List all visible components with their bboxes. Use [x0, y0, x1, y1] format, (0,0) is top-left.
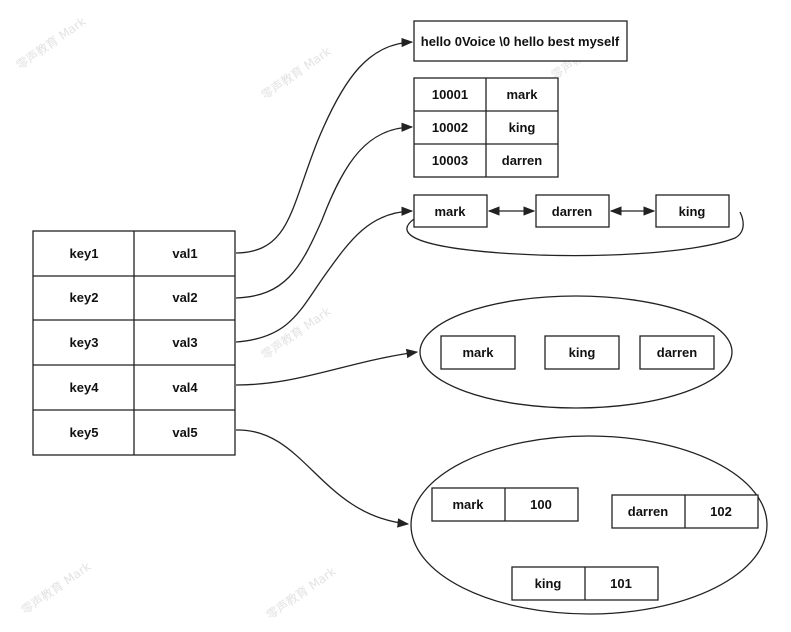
hash-field-cell: 10001: [432, 87, 468, 102]
zset-ellipse: [410, 435, 768, 615]
list-node-label: mark: [434, 204, 466, 219]
hash-value-table: 10001 mark 10002 king 10003 darren: [413, 77, 559, 178]
hash-key-cell: key4: [70, 380, 100, 395]
zset-member-label: darren: [628, 504, 669, 519]
zset-value: mark 100 darren 102 king 101: [431, 487, 759, 601]
list-node: [535, 194, 610, 228]
zset-member-label: mark: [452, 497, 484, 512]
watermark: 零声教育 Mark: [258, 303, 333, 362]
set-member: [639, 335, 715, 370]
hash-key-cell: key5: [70, 425, 99, 440]
zset-member-label: king: [535, 576, 562, 591]
string-value-box: hello 0Voice \0 hello best myself: [413, 20, 628, 62]
watermark: 零声教育 Mark: [13, 13, 88, 72]
zset-score-label: 100: [530, 497, 552, 512]
list-node: [413, 194, 488, 228]
set-member: [440, 335, 516, 370]
hash-field-cell: 10003: [432, 153, 468, 168]
hash-val-cell: val3: [172, 335, 197, 350]
set-value: mark king darren: [440, 335, 715, 370]
hash-value-cell: darren: [502, 153, 543, 168]
val2-to-hash-arrow: [235, 122, 414, 299]
string-value-text: hello 0Voice \0 hello best myself: [421, 34, 620, 49]
hash-val-cell: val5: [172, 425, 197, 440]
watermark: 零声教育 Mark: [263, 563, 338, 622]
val3-to-list-arrow: [235, 206, 414, 343]
list-node-label: darren: [552, 204, 593, 219]
val1-to-string-arrow: [235, 37, 414, 254]
list-node-label: king: [679, 204, 706, 219]
hash-field-cell: 10002: [432, 120, 468, 135]
hash-val-cell: val1: [172, 246, 197, 261]
hash-val-cell: val2: [172, 290, 197, 305]
list-value: mark darren king: [413, 194, 730, 228]
set-member-label: darren: [657, 345, 698, 360]
list-loop-curve: [406, 211, 744, 257]
zset-score-label: 102: [710, 504, 732, 519]
watermark: 零声教育 Mark: [18, 558, 93, 617]
val4-to-set-arrow: [235, 348, 419, 386]
hash-value-cell: king: [509, 120, 536, 135]
hash-key-cell: key1: [70, 246, 99, 261]
set-member-label: mark: [462, 345, 494, 360]
set-ellipse: [419, 295, 733, 409]
hash-value-cell: mark: [506, 87, 538, 102]
val5-to-zset-arrow: [235, 429, 410, 528]
hash-key-cell: key2: [70, 290, 99, 305]
string-value-frame: [413, 20, 628, 62]
hash-val-cell: val4: [172, 380, 198, 395]
main-hash-table: key1 val1 key2 val2 key3 val3 key4 val4 …: [32, 230, 236, 456]
set-member: [544, 335, 620, 370]
zset-score-label: 101: [610, 576, 632, 591]
hash-key-cell: key3: [70, 335, 99, 350]
list-node: [655, 194, 730, 228]
set-member-label: king: [569, 345, 596, 360]
watermark: 零声教育 Mark: [258, 43, 333, 102]
